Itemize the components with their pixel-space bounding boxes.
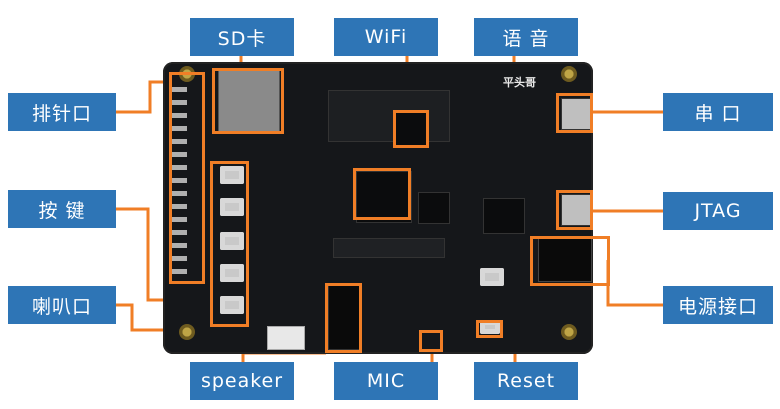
dev-board: 平头哥 xyxy=(163,62,593,354)
label-power: 电源接口 xyxy=(663,286,773,324)
power-jack xyxy=(538,238,592,282)
header-pin xyxy=(169,100,187,105)
label-serial: 串 口 xyxy=(663,93,773,131)
label-voice: 语 音 xyxy=(474,18,578,56)
highlight-sd xyxy=(212,68,284,134)
highlight-jtag xyxy=(556,190,593,230)
label-keys: 按 键 xyxy=(8,190,116,228)
mcu-chip xyxy=(356,171,412,223)
header-pin xyxy=(169,243,187,248)
highlight-keys xyxy=(210,161,249,327)
screw-icon xyxy=(179,324,195,340)
reset-button-part xyxy=(480,320,500,334)
header-strip xyxy=(333,238,445,258)
label-wifi: WiFi xyxy=(334,18,438,56)
board-brand: 平头哥 xyxy=(503,76,536,89)
header-pin xyxy=(169,152,187,157)
key-button xyxy=(220,198,244,216)
label-reset: Reset xyxy=(474,362,578,400)
wifi-module xyxy=(328,90,450,142)
key-button xyxy=(220,166,244,184)
header-pin xyxy=(169,165,187,170)
highlight-header xyxy=(169,72,205,284)
header-pin xyxy=(169,87,187,92)
label-mic: MIC xyxy=(334,362,438,400)
header-pin xyxy=(169,126,187,131)
key-button xyxy=(480,268,504,286)
usb-serial-port xyxy=(561,98,591,130)
label-sd: SD卡 xyxy=(190,18,294,56)
key-button xyxy=(220,264,244,282)
header-pin xyxy=(169,204,187,209)
side-chip xyxy=(483,198,525,234)
screw-icon xyxy=(561,324,577,340)
label-speaker-port: 喇叭口 xyxy=(8,286,116,324)
line-header xyxy=(116,80,170,114)
header-pin xyxy=(169,178,187,183)
sd-slot xyxy=(218,70,280,134)
screw-icon xyxy=(561,66,577,82)
label-speaker: speaker xyxy=(190,362,294,400)
highlight-serial xyxy=(556,93,593,133)
key-button xyxy=(220,232,244,250)
header-pin xyxy=(169,191,187,196)
highlight-mic xyxy=(419,330,443,352)
key-button xyxy=(220,296,244,314)
highlight-reset xyxy=(476,320,503,338)
small-chip xyxy=(418,192,450,224)
highlight-power xyxy=(530,236,610,286)
label-header: 排针口 xyxy=(8,93,116,131)
highlight-voice xyxy=(353,168,411,220)
speaker-connector xyxy=(267,326,305,350)
header-pin xyxy=(169,230,187,235)
label-jtag: JTAG xyxy=(663,192,773,230)
header-pin xyxy=(169,113,187,118)
line-power xyxy=(606,260,663,307)
header-pin xyxy=(169,217,187,222)
header-pin xyxy=(169,139,187,144)
header-pin xyxy=(169,269,187,274)
highlight-wifi xyxy=(393,110,429,148)
highlight-mic-area xyxy=(325,283,362,353)
header-pin xyxy=(169,256,187,261)
